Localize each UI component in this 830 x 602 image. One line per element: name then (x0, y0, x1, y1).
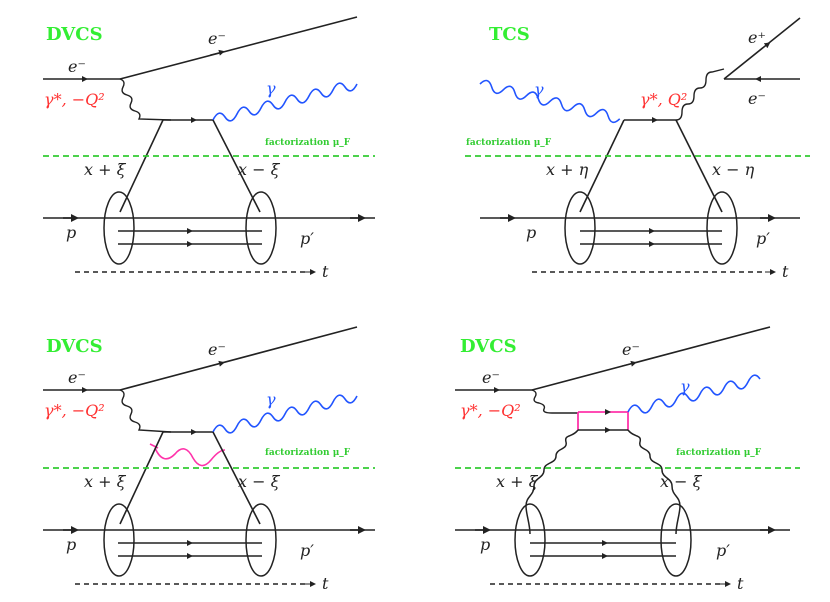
real-photon-label: γ (680, 377, 690, 396)
positron-label: e⁺ (748, 28, 766, 47)
panel-title: TCS (489, 24, 530, 45)
momentum-transfer-label: t (322, 262, 329, 281)
proton-out-label: p′ (300, 229, 314, 248)
outgoing-electron-line (531, 326, 771, 391)
right-parton-label: x − ξ (238, 472, 281, 491)
proton-blob-out (660, 503, 692, 577)
panel-dvcs-bottom-right: DVCS e⁻ e⁻ γ*, −Q² γ factorization μ_F x… (455, 326, 800, 593)
left-parton-line (119, 119, 164, 213)
proton-blob-in (514, 503, 546, 577)
outgoing-electron-label: e⁻ (622, 340, 640, 359)
left-parton-label: x + ξ (84, 472, 127, 491)
panel-title: DVCS (46, 336, 103, 357)
right-parton-label: x − ξ (660, 472, 703, 491)
incoming-electron-label: e⁻ (68, 57, 86, 76)
left-parton-line (119, 431, 164, 525)
proton-blob-out (706, 191, 738, 265)
real-photon-label: γ (534, 80, 544, 99)
proton-in-label: p (526, 223, 536, 242)
left-parton-label: x + ξ (496, 472, 539, 491)
proton-in-label: p (480, 535, 490, 554)
left-parton-label: x + ξ (84, 160, 127, 179)
panel-dvcs-top-left: DVCS e⁻ e⁻ γ*, −Q² γ factorization μ_F x… (43, 16, 375, 281)
virtual-photon-label: γ*, Q² (640, 90, 687, 109)
real-photon-line (627, 374, 761, 414)
proton-blob-in (103, 191, 135, 265)
virtual-photon-propagator (531, 389, 578, 414)
proton-blob-in (103, 503, 135, 577)
virtual-photon-label: γ*, −Q² (460, 401, 521, 420)
proton-out-label: p′ (716, 541, 730, 560)
panel-title: DVCS (46, 24, 103, 45)
outgoing-electron-line (119, 16, 358, 80)
proton-blob-in (564, 191, 596, 265)
virtual-photon-propagator (119, 78, 172, 121)
momentum-transfer-label: t (782, 262, 789, 281)
momentum-transfer-label: t (737, 574, 744, 593)
panel-title: DVCS (460, 336, 517, 357)
incoming-electron-label: e⁻ (482, 368, 500, 387)
proton-blob-out (245, 503, 277, 577)
right-parton-label: x − ξ (238, 160, 281, 179)
right-parton-label: x − η (712, 160, 755, 179)
factorization-label: factorization μ_F (466, 138, 552, 148)
momentum-transfer-label: t (322, 574, 329, 593)
electron-label: e⁻ (748, 89, 766, 108)
electron-arrow (209, 49, 225, 56)
factorization-label: factorization μ_F (265, 138, 351, 148)
proton-in-label: p (66, 223, 76, 242)
virtual-photon-propagator (119, 389, 172, 433)
left-parton-label: x + η (546, 160, 589, 179)
outgoing-electron-label: e⁻ (208, 340, 226, 359)
virtual-photon-label: γ*, −Q² (44, 90, 105, 109)
real-photon-line (479, 79, 621, 124)
gluon-loop (154, 447, 226, 467)
proton-blob-out (245, 191, 277, 265)
real-photon-label: γ (266, 390, 276, 409)
right-parton-line (212, 431, 261, 525)
outgoing-electron-line (119, 326, 358, 391)
proton-out-label: p′ (300, 541, 314, 560)
panel-tcs-top-right: TCS γ γ*, Q² e⁺ e⁻ factorization μ_F x +… (465, 17, 810, 281)
virtual-photon-propagator (675, 68, 725, 121)
proton-in-label: p (66, 535, 76, 554)
real-photon-label: γ (266, 79, 276, 98)
incoming-electron-label: e⁻ (68, 368, 86, 387)
right-parton-line (212, 119, 261, 213)
panel-dvcs-bottom-left: DVCS e⁻ e⁻ γ*, −Q² γ factorization μ_F x… (43, 326, 375, 593)
factorization-label: factorization μ_F (265, 448, 351, 458)
real-photon-line (212, 394, 358, 434)
proton-out-label: p′ (756, 229, 770, 248)
factorization-label: factorization μ_F (676, 448, 762, 458)
outgoing-electron-label: e⁻ (208, 29, 226, 48)
real-photon-line (212, 82, 358, 122)
virtual-photon-label: γ*, −Q² (44, 401, 105, 420)
